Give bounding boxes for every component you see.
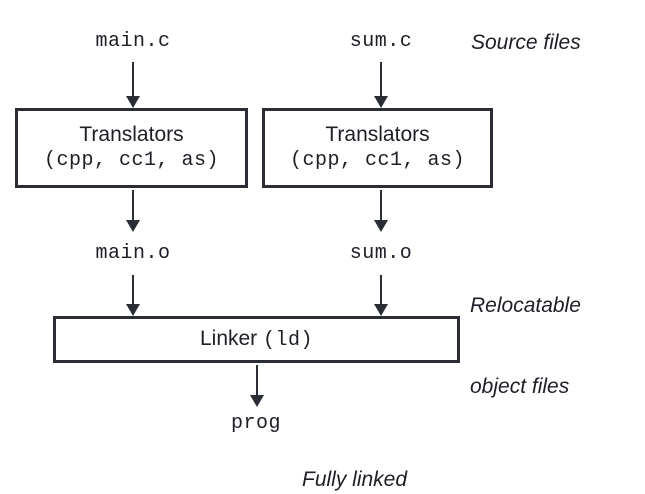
- annotation-relocatable-line-1: Relocatable: [470, 294, 581, 317]
- arrow-head: [374, 304, 388, 316]
- source-file-label-main-c: main.c: [95, 30, 171, 53]
- arrow-shaft: [380, 62, 382, 96]
- arrow-head: [374, 96, 388, 108]
- annotation-fully-linked-executable: Fully linked executable object file: [302, 412, 498, 494]
- arrow-main-c-to-translators: [126, 62, 140, 108]
- arrow-head: [250, 395, 264, 407]
- arrow-shaft: [132, 62, 134, 96]
- translators-box-title: Translators: [325, 123, 430, 146]
- arrow-translators-to-main-o: [126, 190, 140, 232]
- source-file-label-sum-c: sum.c: [349, 30, 413, 53]
- translators-box-title: Translators: [79, 123, 184, 146]
- arrow-linker-to-prog: [250, 365, 264, 407]
- executable-label-prog: prog: [230, 412, 282, 435]
- arrow-head: [126, 304, 140, 316]
- arrow-main-o-to-linker: [126, 275, 140, 316]
- arrow-shaft: [380, 190, 382, 220]
- object-file-label-main-o: main.o: [95, 242, 171, 265]
- arrow-head: [126, 220, 140, 232]
- translators-box-sum[interactable]: Translators (cpp, cc1, as): [262, 108, 493, 188]
- translators-box-main[interactable]: Translators (cpp, cc1, as): [15, 108, 248, 188]
- arrow-head: [126, 96, 140, 108]
- linker-box[interactable]: Linker (ld): [53, 316, 460, 363]
- linker-box-label: Linker (ld): [200, 326, 313, 354]
- annotation-executable-line-1: Fully linked: [302, 468, 408, 491]
- arrow-shaft: [132, 275, 134, 304]
- arrow-shaft: [380, 275, 382, 304]
- arrow-head: [374, 220, 388, 232]
- annotation-source-files: Source files: [471, 31, 581, 54]
- object-file-label-sum-o: sum.o: [349, 242, 413, 265]
- translators-box-tools: (cpp, cc1, as): [289, 149, 466, 172]
- annotation-relocatable-object-files: Relocatable object files: [470, 238, 581, 454]
- linker-box-program: (ld): [263, 328, 314, 352]
- arrow-translators-to-sum-o: [374, 190, 388, 232]
- annotation-relocatable-line-2: object files: [470, 375, 570, 398]
- arrow-sum-o-to-linker: [374, 275, 388, 316]
- arrow-shaft: [256, 365, 258, 395]
- linker-box-name: Linker: [199, 326, 263, 350]
- arrow-shaft: [132, 190, 134, 220]
- translators-box-tools: (cpp, cc1, as): [43, 149, 220, 172]
- arrow-sum-c-to-translators: [374, 62, 388, 108]
